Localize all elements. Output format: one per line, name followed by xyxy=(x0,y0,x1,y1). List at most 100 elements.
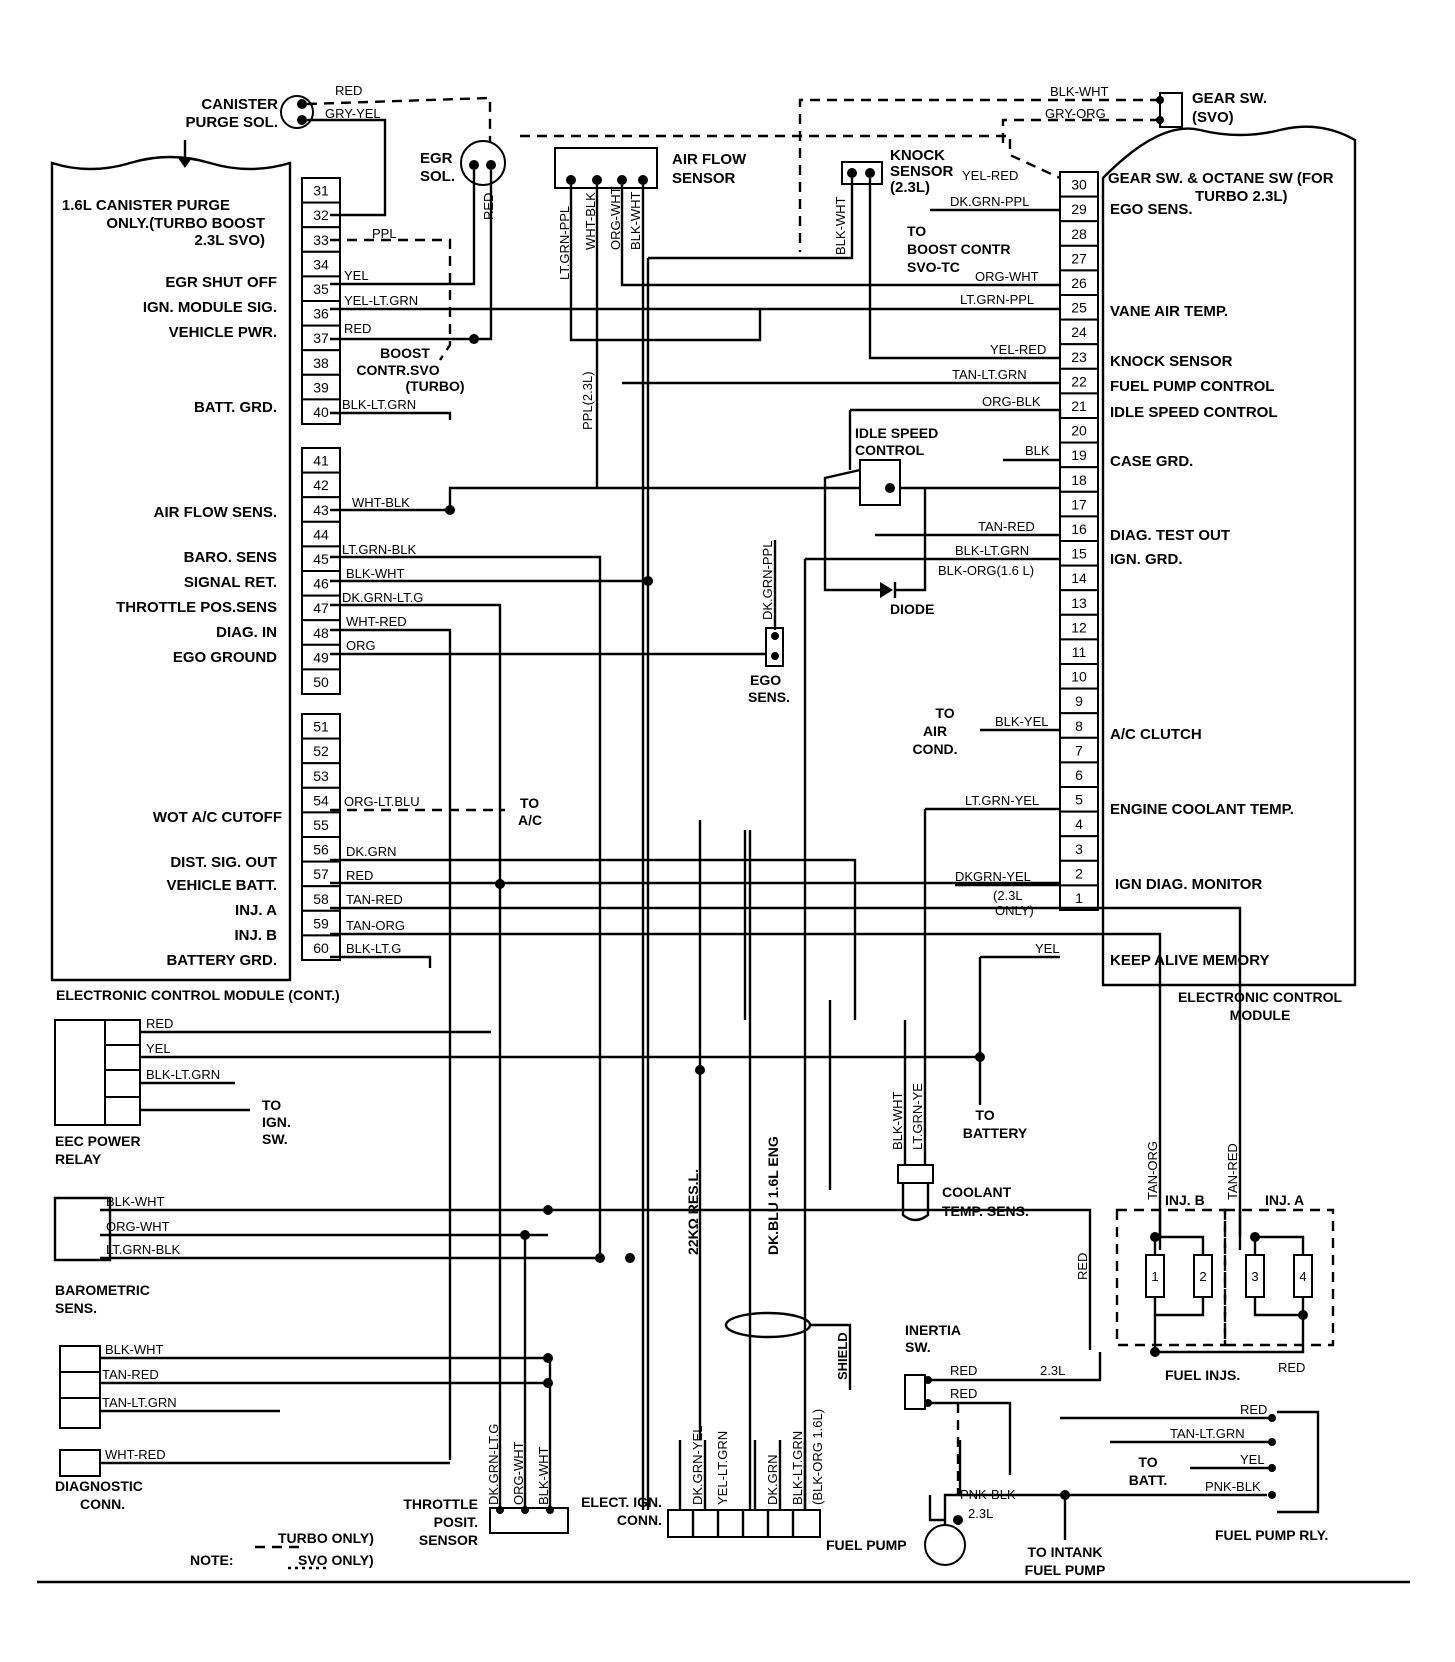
pin-box xyxy=(1059,589,1099,616)
inj-wire-tanred: TAN-RED xyxy=(1225,1143,1240,1200)
egr-solenoid: EGR SOL. RED xyxy=(330,140,506,341)
pin-number: 5 xyxy=(1075,792,1083,808)
pin-box xyxy=(1059,712,1099,739)
ego-label-1: EGO xyxy=(750,672,781,688)
baro-wire-1: BLK-WHT xyxy=(106,1194,165,1209)
pin-number: 34 xyxy=(313,256,329,272)
airflow-label-2: SENSOR xyxy=(672,170,736,187)
wire-tan-org: TAN-ORG xyxy=(346,918,405,933)
to-ac-1: TO xyxy=(520,795,539,811)
pin-number: 48 xyxy=(313,625,329,641)
pin-number: 41 xyxy=(313,453,329,469)
wire-red-57: RED xyxy=(346,868,373,883)
pin-number: 28 xyxy=(1071,226,1087,242)
ecm-right-fn-igngrd: IGN. GRD. xyxy=(1110,551,1183,568)
pin-number: 18 xyxy=(1071,472,1087,488)
note-turbo: TURBO ONLY) xyxy=(278,1530,374,1546)
ect-label-2: TEMP. SENS. xyxy=(942,1203,1029,1219)
inertia-label-2: SW. xyxy=(905,1339,931,1355)
pin-number: 57 xyxy=(313,866,329,882)
rwire-yel: YEL xyxy=(1035,941,1060,956)
eec-wire-red: RED xyxy=(146,1016,173,1031)
knock-wire: BLK-WHT xyxy=(833,196,848,255)
relay-wire-4: PNK-BLK xyxy=(1205,1479,1261,1494)
rwire-blk: BLK xyxy=(1025,443,1050,458)
ecm-right-fn-diag: DIAG. TEST OUT xyxy=(1110,527,1230,544)
ecm-right-fn-gear: GEAR SW. & OCTANE SW (FOR xyxy=(1108,170,1334,187)
pin-number: 29 xyxy=(1071,201,1087,217)
rwire-tan-red: TAN-RED xyxy=(978,519,1035,534)
ecm-left-fn-inja: INJ. A xyxy=(235,902,277,919)
relay-wire-2: TAN-LT.GRN xyxy=(1170,1426,1245,1441)
pin-number: 7 xyxy=(1075,742,1083,758)
ecm-right-fn-isc: IDLE SPEED CONTROL xyxy=(1110,404,1278,421)
wire-wht-red: WHT-RED xyxy=(346,614,407,629)
rwire-blk-ltgrn: BLK-LT.GRN xyxy=(955,543,1029,558)
pin-box xyxy=(301,300,341,327)
ecm-right-fn-case: CASE GRD. xyxy=(1110,453,1193,470)
diag-wire-4: WHT-RED xyxy=(105,1447,166,1462)
pin-box xyxy=(301,471,341,499)
eec-label-2: RELAY xyxy=(55,1151,102,1167)
pin-number: 47 xyxy=(313,600,329,616)
isc-label-1: IDLE SPEED xyxy=(855,425,938,441)
pin-box xyxy=(301,447,341,474)
fuel-pump-relay: RED TAN-LT.GRN YEL PNK-BLK TO BATT. FUEL… xyxy=(1060,1402,1328,1543)
boost-tc-3: SVO-TC xyxy=(907,259,960,275)
pin-number: 3 xyxy=(1075,841,1083,857)
pin-number: 16 xyxy=(1071,521,1087,537)
pin-number: 54 xyxy=(313,792,329,808)
inj-wire-red: RED xyxy=(1075,1253,1090,1280)
to-ign-1: TO xyxy=(262,1097,281,1113)
fuel-injs-label: FUEL INJS. xyxy=(1165,1367,1240,1383)
egr-label-2: SOL. xyxy=(420,168,455,185)
boost-label-1: BOOST xyxy=(380,345,430,361)
tps-label-3: SENSOR xyxy=(419,1532,478,1548)
note: NOTE: TURBO ONLY) SVO ONLY) xyxy=(190,1530,374,1570)
pump-wire-2: 2.3L xyxy=(968,1506,993,1521)
wire-blk-ltgrn: BLK-LT.GRN xyxy=(342,397,416,412)
pin-number: 6 xyxy=(1075,767,1083,783)
pin-number: 45 xyxy=(313,551,329,567)
ecm-left-fn-airflow: AIR FLOW SENS. xyxy=(154,504,277,521)
air-cond-label: TO AIR COND. xyxy=(912,705,957,757)
fuel-pump: PNK-BLK 2.3L FUEL PUMP TO INTANK FUEL PU… xyxy=(826,1403,1267,1578)
diag-wire-2: TAN-RED xyxy=(102,1367,159,1382)
pin-number: 51 xyxy=(313,719,329,735)
ecm-right-title-1: ELECTRONIC CONTROL xyxy=(1178,989,1343,1005)
ign-23-2: ONLY) xyxy=(995,903,1034,918)
ecm-right-fn-vat: VANE AIR TEMP. xyxy=(1110,303,1228,320)
ecm-left-module: 1.6L CANISTER PURGE ONLY.(TURBO BOOST 2.… xyxy=(50,140,341,1003)
elect-wire-1: DK.GRN-YEL xyxy=(690,1426,705,1505)
pin-number: 59 xyxy=(313,915,329,931)
pin-box xyxy=(301,860,341,888)
intank-label-1: TO INTANK xyxy=(1028,1544,1103,1560)
pin-number: 15 xyxy=(1071,546,1087,562)
wire-ppl-23: PPL(2.3L) xyxy=(580,371,595,430)
ecm-right-fn-fpc: FUEL PUMP CONTROL xyxy=(1110,378,1274,395)
ecm-right-fn-ect: ENGINE COOLANT TEMP. xyxy=(1110,801,1294,818)
to-battery-1: TO xyxy=(975,1107,994,1123)
rwire-yel-red-24: YEL-RED xyxy=(990,342,1046,357)
res-label: 22KΩ RES.L. xyxy=(685,1169,701,1255)
rwire-tan-ltgrn: TAN-LT.GRN xyxy=(952,367,1027,382)
ecm-left-fn-wot: WOT A/C CUTOFF xyxy=(153,809,282,826)
pin-number: 27 xyxy=(1071,250,1087,266)
pin-box xyxy=(301,520,341,548)
ac-label-3: COND. xyxy=(912,741,957,757)
rwire-blk-yel: BLK-YEL xyxy=(995,714,1048,729)
ecm-left-fn-ign-mod: IGN. MODULE SIG. xyxy=(143,299,277,316)
inertia-wire-2: RED xyxy=(950,1386,977,1401)
throttle-position-sensor: DK.GRN-LT.G ORG-WHT BLK-WHT THROTTLE POS… xyxy=(403,1235,569,1548)
pin-number: 31 xyxy=(313,183,329,199)
pin-box xyxy=(1059,540,1099,567)
pin-number: 58 xyxy=(313,891,329,907)
baro-label-1: BAROMETRIC xyxy=(55,1282,150,1298)
to-batt-2: BATT. xyxy=(1129,1472,1168,1488)
boost-tc-2: BOOST CONTR xyxy=(907,241,1010,257)
canister-wire-red: RED xyxy=(335,83,362,98)
eec-wire-blk: BLK-LT.GRN xyxy=(146,1067,220,1082)
pin-box xyxy=(1059,343,1099,370)
canister-purge-solenoid: CANISTER PURGE SOL. RED GRY-YEL xyxy=(185,83,492,217)
right-pin-wires: YEL-RED DK.GRN-PPL TO BOOST CONTR SVO-TC… xyxy=(620,168,1062,1125)
